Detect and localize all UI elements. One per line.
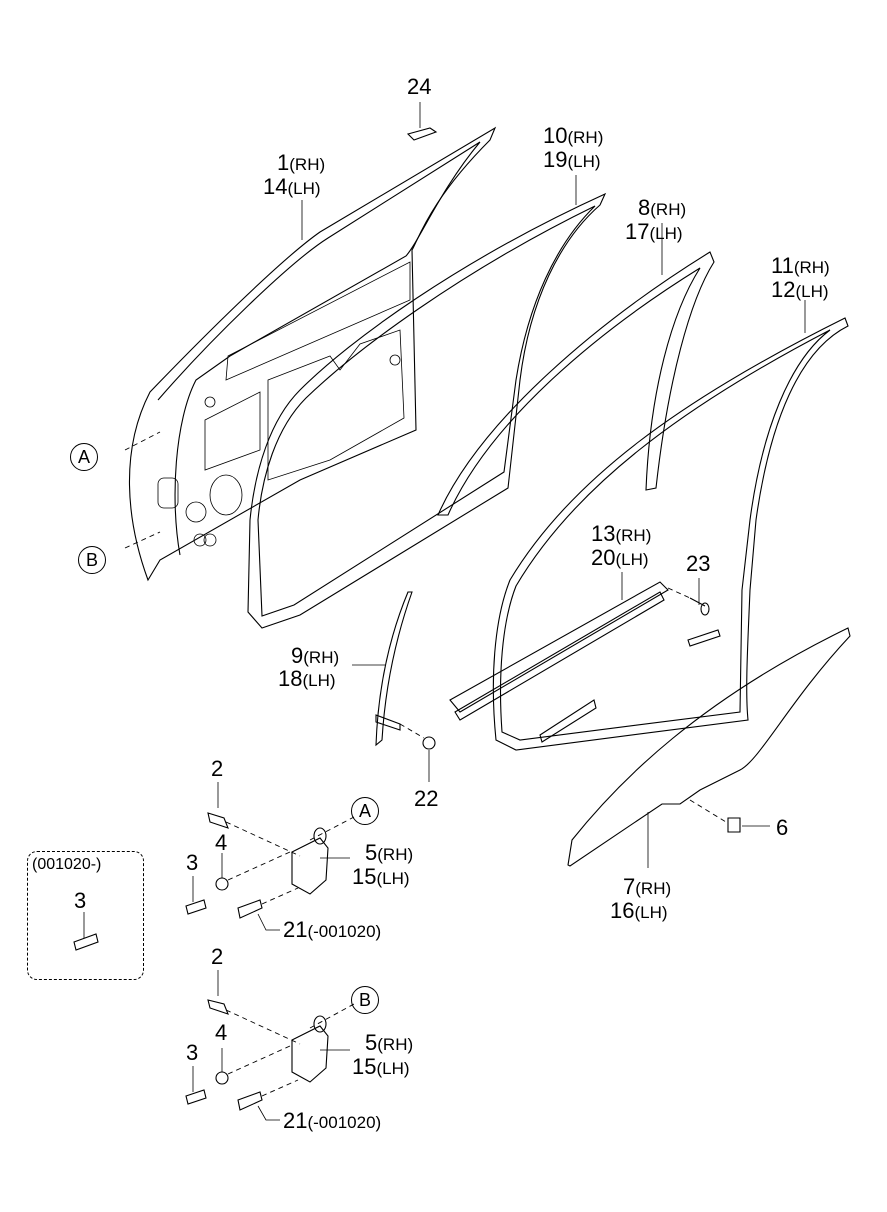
reference-marker-b: B: [78, 546, 106, 574]
callout-2-b: 2: [211, 944, 224, 969]
callout-19: 19(LH): [543, 147, 601, 172]
callout-3-a: 3: [186, 850, 199, 875]
callout-13: 13(RH): [591, 521, 652, 546]
callout-15-a: 15(LH): [352, 864, 410, 889]
callout-21-b: 21(-001020): [283, 1108, 382, 1133]
callout-9: 9(RH): [291, 643, 340, 668]
part-23-clip: [667, 578, 721, 647]
callout-10: 10(RH): [543, 123, 604, 148]
callout-23: 23: [686, 551, 711, 576]
callout-15-b: 15(LH): [352, 1054, 410, 1079]
part-1-door-panel: [128, 126, 497, 582]
callout-22: 22: [414, 786, 439, 811]
callout-20: 20(LH): [591, 545, 649, 570]
part-7-door-glass: [567, 627, 851, 868]
callout-11: 11(RH): [771, 253, 830, 278]
callout-7: 7(RH): [623, 874, 672, 899]
note-box-title: (001020-): [32, 856, 102, 873]
callout-8: 8(RH): [638, 195, 687, 220]
reference-marker-b-hinge: B: [351, 986, 379, 1014]
reference-marker-a: A: [70, 443, 98, 471]
reference-marker-a-hinge: A: [351, 797, 379, 825]
callout-24: 24: [407, 74, 432, 99]
part-11-body-weatherstrip: [492, 300, 849, 751]
callout-18: 18(LH): [278, 666, 336, 691]
note-box-part-3: 3: [74, 888, 87, 913]
hinge-assembly-a: [124, 431, 355, 931]
part-10-weatherstrip: [247, 175, 607, 629]
part-24-pad: [406, 102, 438, 141]
callout-6: 6: [776, 815, 789, 840]
callout-17: 17(LH): [625, 219, 683, 244]
note-box-001020: (001020-) 3: [27, 851, 144, 980]
part-9-division-channel: [352, 591, 436, 782]
callout-5-a: 5(RH): [365, 840, 414, 865]
part-8-glass-run: [437, 223, 715, 516]
callout-16: 16(LH): [610, 898, 668, 923]
callout-4-b: 4: [215, 1020, 228, 1045]
callout-1: 1(RH): [277, 150, 326, 175]
part-13-belt-moulding: [449, 572, 669, 743]
callout-3-b: 3: [186, 1040, 199, 1065]
note-box-bolt: [73, 912, 99, 951]
callout-5-b: 5(RH): [365, 1030, 414, 1055]
callout-21-a: 21(-001020): [283, 917, 382, 942]
callout-2-a: 2: [211, 756, 224, 781]
callout-14: 14(LH): [263, 174, 321, 199]
hinge-assembly-b: [124, 531, 355, 1121]
callout-4-a: 4: [215, 830, 228, 855]
callout-12: 12(LH): [771, 277, 829, 302]
